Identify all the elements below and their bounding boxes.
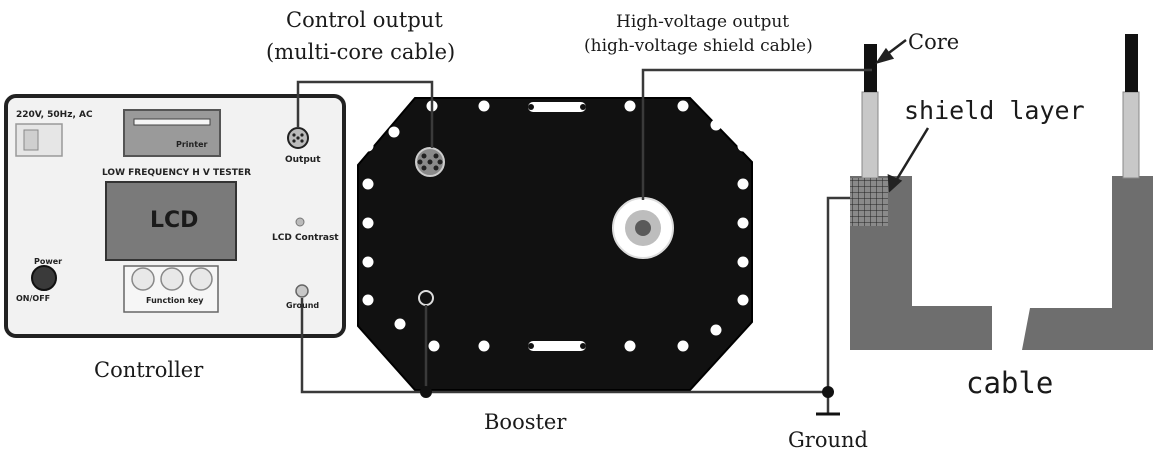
control-output-wire <box>296 80 434 148</box>
control-output-sublabel: (multi-core cable) <box>266 40 456 64</box>
core-label: Core <box>908 30 960 54</box>
function-key-3[interactable] <box>189 267 213 291</box>
cable-core-conductor-right <box>1125 34 1138 92</box>
ground-label: Ground <box>788 428 868 452</box>
supply-rating: 220V, 50Hz, AC <box>16 110 93 120</box>
lcd-label: LCD <box>150 208 199 233</box>
panel-ground-label: Ground <box>286 301 320 310</box>
cable-core-insulation-right <box>1122 91 1140 179</box>
on-off-label: ON/OFF <box>16 294 51 303</box>
lcd-contrast-label: LCD Contrast <box>272 233 339 243</box>
controller-label: Controller <box>94 358 204 382</box>
pointer-arrows <box>875 39 930 193</box>
lcd-screen <box>105 181 237 261</box>
power-button[interactable] <box>31 265 57 291</box>
booster-box <box>357 97 753 391</box>
power-label: Power <box>34 257 63 266</box>
junction-dot <box>822 386 834 398</box>
function-key-2[interactable] <box>160 267 184 291</box>
shield-layer-label: shield layer <box>904 96 1085 125</box>
hv-output-wire <box>641 68 872 200</box>
function-key-1[interactable] <box>131 267 155 291</box>
controller-ground-wire <box>300 298 828 394</box>
high-voltage-terminal-icon <box>612 197 674 259</box>
control-output-label: Control output <box>286 8 443 32</box>
shield-mesh <box>850 178 888 226</box>
printer-label: Printer <box>176 140 208 149</box>
ground-terminal <box>295 284 309 298</box>
cable-core-insulation <box>861 91 879 179</box>
tester-title: LOW FREQUENCY H V TESTER <box>102 168 251 178</box>
junction-dot <box>420 386 432 398</box>
function-key-label: Function key <box>146 296 204 305</box>
cable-label: cable <box>966 366 1054 400</box>
wiring <box>296 68 872 414</box>
cable-core-conductor <box>864 44 877 92</box>
booster-label: Booster <box>484 410 567 434</box>
booster-connector-icon <box>415 147 445 177</box>
printer-slot <box>123 109 221 157</box>
output-label: Output <box>285 155 321 165</box>
lcd-contrast-knob[interactable] <box>295 217 305 227</box>
shield-arrow <box>892 127 930 185</box>
shield-ground-wire <box>826 196 850 414</box>
hv-output-label: High-voltage output <box>616 12 790 32</box>
power-socket <box>15 123 63 157</box>
hv-output-sublabel: (high-voltage shield cable) <box>584 36 813 56</box>
controller-box <box>4 94 346 338</box>
cable-illustration <box>850 34 1153 350</box>
